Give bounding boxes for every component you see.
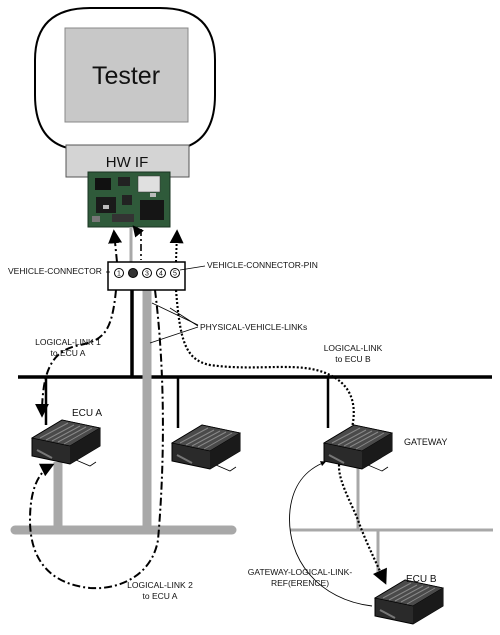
logical-link-1-label-line1: LOGICAL-LINK 1 [35,337,101,347]
logical-link-2-label-line2: to ECU A [143,591,178,601]
logical-link-1-up-arrow [108,229,123,263]
physical-vehicle-links-label: PHYSICAL-VEHICLE-LINKs [200,322,307,332]
tester-label: Tester [92,62,160,90]
ecu-b-label: ECU B [406,574,437,585]
logical-link-2-path [28,289,164,590]
tester-screen [64,27,189,123]
logical-link-2-label-line1: LOGICAL-LINK 2 [127,580,193,590]
hw-if-label: HW IF [106,154,149,171]
gateway-device [322,424,394,472]
interface-circuit-board [87,171,171,228]
physical-links-leader-3 [149,326,199,344]
logical-link-b-up-arrow [169,229,184,263]
pin-number-3: 3 [145,271,149,278]
ecu-a-label: ECU A [72,408,102,419]
logical-link-b-label-line1: LOGICAL-LINK [324,343,383,353]
gateway-ref-arrow [289,461,373,607]
ecu-b-device [373,579,445,625]
connector-pin-4 [156,268,166,278]
connector-pin-5 [170,268,180,278]
logical-link-2-up-arrow [132,225,144,238]
gateway-ref-label-line2: REF(ERENCE) [271,578,329,588]
ecu-a-device [30,419,102,467]
gateway-label: GATEWAY [404,437,447,447]
vehicle-connector-label: VEHICLE-CONNECTOR [8,266,102,276]
connector-pin-3 [142,268,152,278]
gateway-ref-label-line1: GATEWAY-LOGICAL-LINK- [248,567,353,577]
connector-pin-leader [179,265,206,271]
tester-device: Tester [34,7,216,151]
connector-pin-2 [128,268,138,278]
vehicle-connector-pin-label: VEHICLE-CONNECTOR-PIN [207,260,318,270]
pin-number-5: 5 [173,271,177,278]
pin-number-1: 1 [117,271,121,278]
logical-link-1-label-line2: to ECU A [51,348,86,358]
vehicle-connector: 1 3 4 5 [107,261,186,291]
logical-link-b-path [174,289,387,585]
physical-links-leader-2 [169,307,199,327]
logical-link-b-label-line2: to ECU B [335,354,371,364]
ecu-middle-device [170,424,242,472]
pin-number-4: 4 [159,271,163,278]
connector-pin-1 [114,268,124,278]
